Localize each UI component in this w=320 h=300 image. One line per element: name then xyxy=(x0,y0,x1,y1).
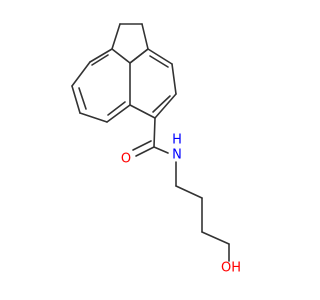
bond-r2 xyxy=(171,63,177,95)
bond-l5 xyxy=(106,104,131,123)
bond-l1 xyxy=(89,48,113,63)
bond-carbonyl-o xyxy=(135,146,155,157)
carboxamide-group xyxy=(132,117,169,157)
bond-ch2-left xyxy=(111,23,121,50)
bond-carbonyl-o-double xyxy=(132,140,152,151)
hydroxybutyl-chain xyxy=(175,161,230,262)
bond-r3 xyxy=(154,93,177,119)
molecule-structure: O N H OH xyxy=(71,23,241,276)
bond-c1-c2 xyxy=(175,185,203,199)
bond-l4 xyxy=(79,112,108,123)
bond-ring-junction-left xyxy=(111,48,131,64)
bond-l1-double xyxy=(91,54,109,66)
cyclopenta-ring xyxy=(111,23,149,64)
bond-carbonyl-n xyxy=(153,146,169,154)
bond-l2 xyxy=(71,61,91,87)
oxygen-label: O xyxy=(121,152,131,167)
bond-r1 xyxy=(147,48,173,65)
bond-ch2-right xyxy=(141,23,149,50)
hydroxyl-label: OH xyxy=(221,261,241,276)
left-aromatic-ring xyxy=(71,48,131,123)
bond-c3-c4 xyxy=(201,231,230,245)
bond-r5 xyxy=(129,48,149,64)
bond-ring-carbonyl xyxy=(153,117,156,148)
bond-r3-double xyxy=(152,95,171,113)
bond-r4 xyxy=(129,104,156,119)
nitrogen-hydrogen-label: H xyxy=(172,133,182,148)
bond-l3-double xyxy=(78,87,87,110)
bond-l3 xyxy=(71,85,81,114)
right-aromatic-ring xyxy=(129,48,177,119)
bond-r1-double xyxy=(149,55,169,68)
bond-l5-double xyxy=(107,101,126,116)
nitrogen-label: N xyxy=(172,148,182,163)
